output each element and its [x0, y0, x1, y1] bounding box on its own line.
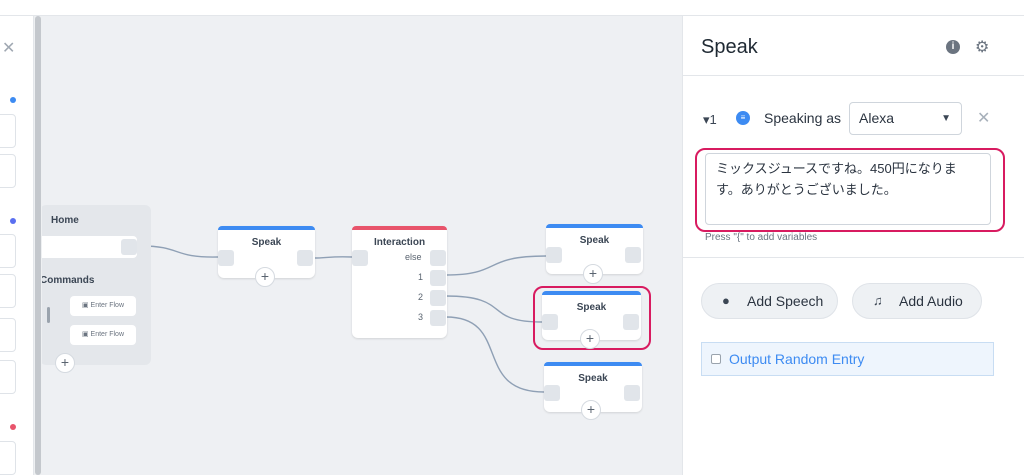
block-title: Speak: [579, 235, 610, 246]
choice-port[interactable]: [430, 270, 446, 286]
choice-port[interactable]: [430, 310, 446, 326]
speech-text-input[interactable]: ミックスジュースですね。450円になります。ありがとうございました。: [705, 153, 991, 225]
info-icon[interactable]: i: [946, 40, 960, 54]
random-entry-option[interactable]: Output Random Entry: [701, 342, 994, 376]
link-choice2-speak: [445, 295, 543, 323]
variables-hint: Press "{" to add variables: [705, 232, 818, 243]
speak-block[interactable]: Speak +: [218, 226, 315, 287]
speak-block[interactable]: Speak +: [546, 224, 643, 284]
add-speech-button[interactable]: ● Add Speech: [701, 283, 838, 319]
scrollbar-thumb[interactable]: [35, 16, 41, 475]
choice-label: 3: [418, 312, 424, 322]
block-accent: [546, 224, 643, 228]
output-port[interactable]: [625, 247, 641, 263]
output-port[interactable]: [623, 314, 639, 330]
flow-icon: ▣: [81, 331, 91, 338]
add-speech-label: Add Speech: [747, 293, 824, 309]
editor-panel: Speak i ⚙ ▾1 ≡ Speaking as Alexa ▼ ✕ ミック…: [682, 16, 1024, 475]
sidebar-item[interactable]: [0, 274, 16, 308]
block-title: Speak: [576, 302, 607, 313]
block-accent: [544, 362, 642, 366]
home-output-port[interactable]: [121, 239, 137, 255]
block-accent: [542, 291, 641, 295]
block-title: Interaction: [373, 237, 426, 248]
commands-label: Commands: [42, 275, 95, 286]
sidebar-item[interactable]: [0, 114, 16, 148]
add-step-button[interactable]: +: [580, 329, 600, 349]
block-accent: [352, 226, 447, 230]
input-port[interactable]: [542, 314, 558, 330]
enter-flow-label: Enter Flow: [90, 331, 125, 338]
speak-block[interactable]: Speak +: [544, 362, 642, 420]
speaking-as-label: Speaking as: [764, 110, 842, 126]
choice-label: else: [405, 252, 422, 262]
home-title: Home: [51, 215, 79, 226]
flow-canvas[interactable]: Home Commands ▣ Enter Flow ▣ Enter Flow …: [42, 16, 682, 475]
home-entry: [42, 236, 137, 258]
speech-bubble-icon: ●: [722, 293, 730, 308]
drag-handle[interactable]: [47, 307, 50, 323]
sidebar-item[interactable]: [0, 360, 16, 394]
add-step-button[interactable]: +: [583, 264, 603, 284]
sidebar-item[interactable]: [0, 154, 16, 188]
input-port[interactable]: [544, 385, 560, 401]
link-speak-interaction: [313, 256, 353, 259]
add-step-button[interactable]: +: [255, 267, 275, 287]
enter-flow-button[interactable]: ▣ Enter Flow: [70, 325, 136, 345]
speech-bubble-icon: ≡: [736, 111, 750, 125]
random-entry-label: Output Random Entry: [729, 351, 865, 367]
speech-entry: ▾1 ≡ Speaking as Alexa ▼ ✕ ミックスジュースですね。4…: [683, 76, 1024, 258]
gear-icon[interactable]: ⚙: [975, 39, 990, 56]
enter-flow-label: Enter Flow: [90, 302, 125, 309]
sidebar-item[interactable]: [0, 234, 16, 268]
enter-flow-button[interactable]: ▣ Enter Flow: [70, 296, 136, 316]
remove-entry-icon[interactable]: ✕: [977, 110, 991, 127]
choice-port[interactable]: [430, 290, 446, 306]
link-choice3-speak: [445, 316, 545, 393]
left-sidebar: ✕: [0, 16, 34, 475]
block-accent: [218, 226, 315, 230]
music-note-icon: ♫: [873, 293, 883, 308]
close-icon[interactable]: ✕: [2, 40, 16, 57]
output-port[interactable]: [297, 250, 313, 266]
block-title: Speak: [251, 237, 282, 248]
entry-index: 1: [709, 112, 717, 127]
input-port[interactable]: [352, 250, 368, 266]
collapse-toggle[interactable]: ▾1: [703, 112, 717, 128]
sidebar-scrollbar[interactable]: [34, 16, 42, 475]
flow-icon: ▣: [81, 302, 91, 309]
top-bar: [0, 0, 1024, 16]
dropdown-arrow-icon: ▼: [941, 113, 951, 124]
voice-select[interactable]: Alexa ▼: [849, 102, 962, 135]
block-title: Speak: [578, 373, 608, 384]
input-port[interactable]: [218, 250, 234, 266]
choice-label: 1: [418, 272, 424, 282]
add-step-button[interactable]: +: [581, 400, 601, 420]
add-audio-button[interactable]: ♫ Add Audio: [852, 283, 982, 319]
status-dot: [10, 424, 16, 430]
choice-label: 2: [418, 292, 424, 302]
status-dot: [10, 97, 16, 103]
add-audio-label: Add Audio: [899, 293, 963, 309]
speech-text-highlight: ミックスジュースですね。450円になります。ありがとうございました。: [695, 148, 1005, 232]
sidebar-item[interactable]: [0, 441, 16, 475]
editor-header: Speak i ⚙: [683, 16, 1024, 76]
chevron-down-icon: ▾: [703, 112, 710, 127]
random-entry-checkbox[interactable]: [711, 354, 721, 364]
voice-value: Alexa: [859, 110, 895, 126]
highlight-ring: [533, 286, 651, 350]
interaction-block[interactable]: Interaction else 1 2 3: [352, 226, 447, 338]
status-dot: [10, 218, 16, 224]
sidebar-item[interactable]: [0, 318, 16, 352]
home-block[interactable]: Home Commands ▣ Enter Flow ▣ Enter Flow …: [42, 205, 151, 373]
link-choice1-speak: [445, 255, 547, 276]
editor-title: Speak: [701, 36, 758, 58]
output-port[interactable]: [624, 385, 640, 401]
choice-port[interactable]: [430, 250, 446, 266]
add-command-button[interactable]: +: [55, 353, 75, 373]
speak-block-selected[interactable]: Speak +: [542, 291, 641, 349]
link-home-speak: [140, 245, 219, 258]
input-port[interactable]: [546, 247, 562, 263]
